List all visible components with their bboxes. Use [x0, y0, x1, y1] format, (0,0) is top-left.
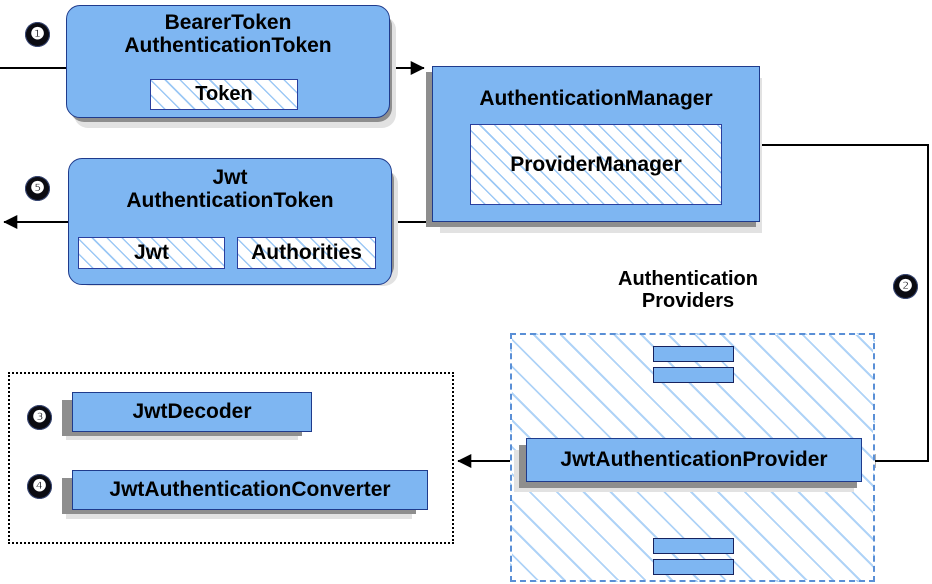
provider-placeholder-bar-2: [653, 367, 734, 383]
jwt-token-title-line2: AuthenticationToken: [126, 188, 334, 212]
node-jwt-authentication-converter[interactable]: JwtAuthenticationConverter: [72, 470, 428, 510]
authentication-providers-label-line2: Providers: [641, 290, 735, 313]
authentication-providers-label: Authentication Providers: [588, 268, 788, 313]
provider-placeholder-bar-1: [653, 346, 734, 362]
bearer-token-field-token: Token: [150, 79, 298, 110]
bearer-token-title-line2: AuthenticationToken: [124, 33, 332, 57]
authentication-providers-label-line1: Authentication: [618, 268, 758, 290]
provider-placeholder-bar-4: [653, 559, 734, 575]
authentication-manager-title: AuthenticationManager: [479, 87, 713, 110]
step-badge-3: ❸: [27, 405, 52, 430]
node-jwt-authentication-provider[interactable]: JwtAuthenticationProvider: [526, 438, 862, 482]
step-badge-2: ❷: [893, 274, 918, 299]
authentication-manager-field-provider-manager: ProviderManager: [470, 124, 722, 205]
node-jwt-authentication-token[interactable]: Jwt AuthenticationToken: [68, 158, 392, 285]
jwt-token-title-line1: Jwt: [212, 166, 248, 189]
jwt-token-field-jwt: Jwt: [78, 237, 225, 269]
jwt-support-beans-container: [8, 372, 454, 544]
step-badge-1: ❶: [25, 22, 50, 47]
step-badge-4: ❹: [27, 474, 52, 499]
step-badge-5: ❺: [25, 176, 50, 201]
jwt-token-field-authorities: Authorities: [237, 237, 376, 269]
bearer-token-title-line1: BearerToken: [164, 11, 292, 34]
provider-placeholder-bar-3: [653, 538, 734, 554]
node-jwt-decoder[interactable]: JwtDecoder: [72, 392, 312, 432]
